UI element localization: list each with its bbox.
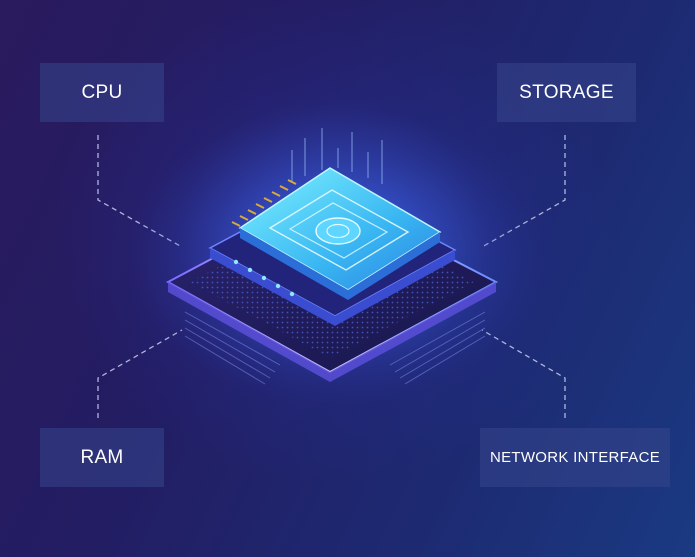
ram-label: RAM	[80, 446, 124, 468]
connector-ram	[97, 329, 183, 418]
connector-network	[481, 329, 566, 418]
ram-label-box: RAM	[40, 428, 164, 487]
network-interface-label: NETWORK INTERFACE	[489, 449, 661, 466]
storage-label: STORAGE	[519, 81, 614, 103]
light-streaks	[291, 128, 383, 184]
storage-label-box: STORAGE	[497, 63, 636, 122]
cpu-label-box: CPU	[40, 63, 164, 122]
processor-chip-icon	[165, 167, 499, 385]
network-interface-label-box: NETWORK INTERFACE	[480, 428, 670, 487]
cpu-label: CPU	[81, 81, 123, 103]
